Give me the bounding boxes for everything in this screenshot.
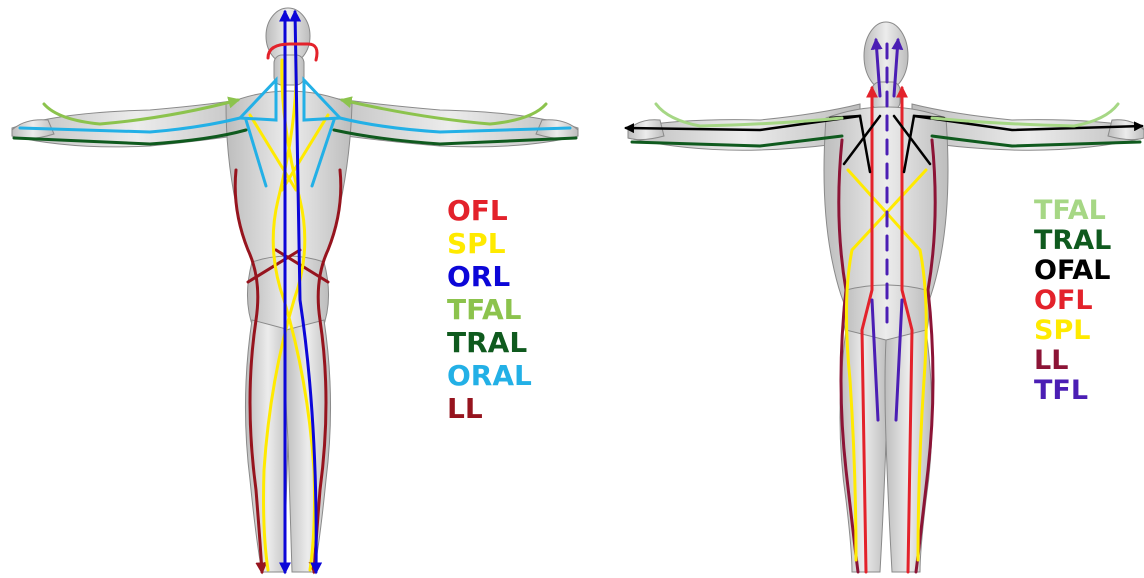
legend-item-front-spl: SPL bbox=[1034, 316, 1111, 346]
legend-item-front-tfal: TFAL bbox=[1034, 196, 1111, 226]
legend-item-back-ll: LL bbox=[447, 392, 532, 425]
legend-item-back-tral: TRAL bbox=[447, 326, 532, 359]
legend-item-front-ofl: OFL bbox=[1034, 286, 1111, 316]
legend-item-back-tfal: TFAL bbox=[447, 293, 532, 326]
legend-item-front-ofal: OFAL bbox=[1034, 256, 1111, 286]
legend-item-front-tfl: TFL bbox=[1034, 376, 1111, 406]
legend-item-back-orl: ORL bbox=[447, 260, 532, 293]
legend-item-front-ll: LL bbox=[1034, 346, 1111, 376]
legend-item-back-oral: ORAL bbox=[447, 359, 532, 392]
legend-item-front-tral: TRAL bbox=[1034, 226, 1111, 256]
legend-item-back-ofl: OFL bbox=[447, 194, 532, 227]
legend-item-back-spl: SPL bbox=[447, 227, 532, 260]
